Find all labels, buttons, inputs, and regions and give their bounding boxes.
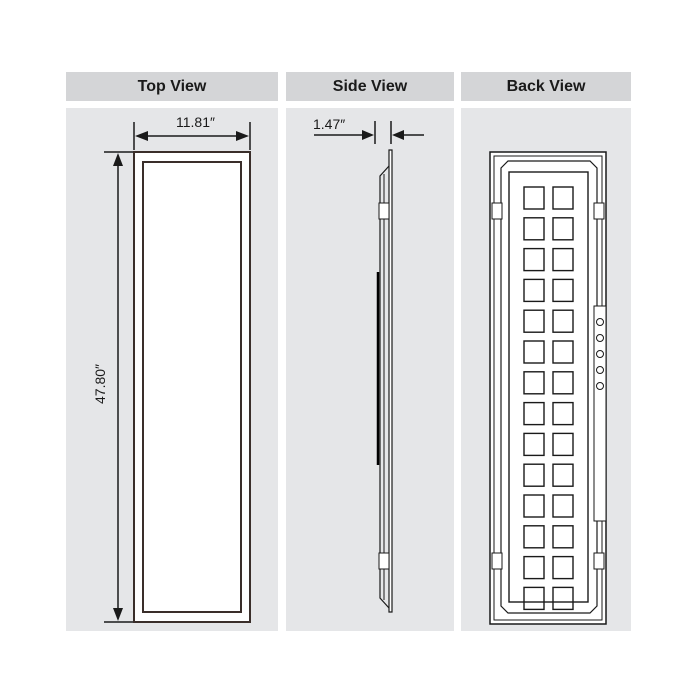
depth-dimension-label: 1.47″ bbox=[313, 116, 346, 132]
side-view-header: Side View bbox=[286, 72, 454, 101]
back-grid bbox=[508, 171, 589, 611]
side-view-panel bbox=[286, 108, 454, 631]
top-view-header: Top View bbox=[66, 72, 278, 101]
side-view-title: Side View bbox=[332, 77, 408, 95]
back-view-title: Back View bbox=[506, 77, 586, 95]
width-dimension-label: 11.81″ bbox=[176, 114, 215, 130]
back-view-header: Back View bbox=[461, 72, 631, 101]
top-view-title: Top View bbox=[137, 77, 207, 95]
